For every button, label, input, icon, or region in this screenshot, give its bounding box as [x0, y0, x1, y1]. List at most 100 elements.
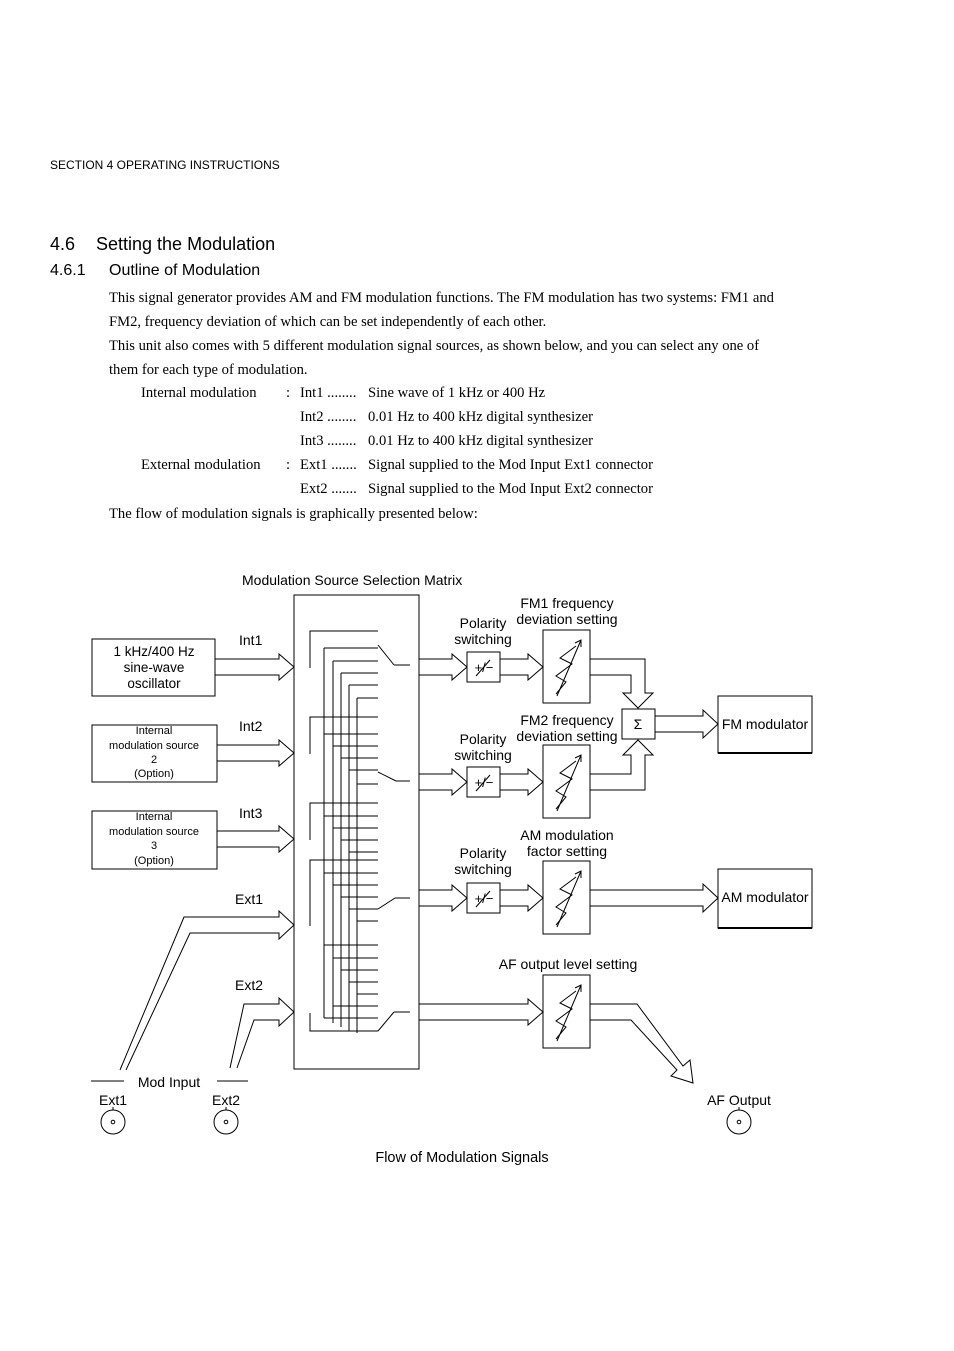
- polarity-switch-fm2: [466, 766, 501, 798]
- summing-junction: [621, 708, 656, 740]
- source-category: Internal modulation: [141, 385, 257, 401]
- oscillator-box: [91, 638, 216, 697]
- polarity-switch-am: [466, 882, 501, 914]
- osc-label-line: oscillator: [127, 676, 181, 691]
- source-category: External modulation: [141, 457, 261, 473]
- input-label-int1: Int1: [239, 632, 263, 648]
- selection-matrix: [293, 594, 420, 1070]
- figure-caption: Flow of Modulation Signals: [375, 1150, 549, 1166]
- running-head: SECTION 4 OPERATING INSTRUCTIONS: [50, 158, 280, 172]
- af-level-box: [542, 974, 591, 1049]
- source-code: Int1 ........: [300, 385, 357, 401]
- paragraph-line: them for each type of modulation.: [109, 362, 308, 378]
- source-description: Sine wave of 1 kHz or 400 Hz: [368, 385, 546, 401]
- fm2-setting-label: FM2 frequency: [520, 712, 613, 728]
- polarity-label-line: Polarity: [460, 615, 507, 631]
- section-title: Setting the Modulation: [96, 234, 276, 254]
- paragraph-line: This signal generator provides AM and FM…: [109, 290, 774, 306]
- polarity-switch-fm1: [466, 651, 501, 683]
- am-out-arrow: [419, 883, 468, 913]
- am-setting-label: AM modulation: [520, 827, 613, 843]
- fm1-setting-label: deviation setting: [516, 611, 617, 627]
- int2-label-line: modulation source: [109, 740, 199, 752]
- matrix-wiring: [309, 630, 410, 1033]
- int1-arrow: [215, 652, 295, 682]
- source-code: Int2 ........: [300, 409, 357, 425]
- int3-label-line: (Option): [134, 855, 174, 867]
- fm1-setting-label: FM1 frequency: [520, 595, 613, 611]
- source-colon: :: [286, 457, 291, 473]
- af-output-label: AF Output: [707, 1092, 771, 1108]
- af-out-arrow: [419, 997, 544, 1027]
- int2-label-line: (Option): [134, 768, 174, 780]
- int2-label-line: 2: [151, 754, 157, 766]
- ext1-connector-label: Ext1: [99, 1092, 127, 1108]
- int3-source-box: [91, 810, 218, 870]
- fm1-pol-arrow: [500, 652, 544, 682]
- ext1-arrow: [119, 909, 295, 1071]
- subsection-title: Outline of Modulation: [109, 262, 261, 279]
- source-colon: :: [286, 385, 291, 401]
- int3-label-line: Internal: [136, 811, 173, 823]
- source-description: 0.01 Hz to 400 kHz digital synthesizer: [368, 433, 593, 449]
- fm-modulator-label: FM modulator: [722, 716, 809, 732]
- ext2-arrow: [229, 996, 295, 1069]
- fm2-deviation-box: [542, 744, 591, 819]
- subsection-heading: 4.6.1 Outline of Modulation: [50, 262, 260, 280]
- input-label-ext1: Ext1: [235, 891, 263, 907]
- ext1-connector: [100, 1107, 126, 1135]
- af-output-arrow: [590, 1003, 694, 1084]
- ext2-connector: [213, 1107, 239, 1135]
- polarity-symbol: +/−: [475, 660, 494, 675]
- source-row: External modulation : Ext1 ....... Signa…: [0, 457, 954, 477]
- polarity-label-line: switching: [454, 747, 512, 763]
- int3-arrow: [217, 824, 295, 854]
- int2-source-box: [91, 724, 218, 783]
- int2-arrow: [217, 738, 295, 768]
- source-description: Signal supplied to the Mod Input Ext2 co…: [368, 481, 653, 497]
- osc-label-line: 1 kHz/400 Hz: [113, 644, 194, 659]
- am-to-modulator-arrow: [590, 882, 719, 914]
- am-pol-arrow: [500, 883, 544, 913]
- paragraph-line: FM2, frequency deviation of which can be…: [109, 314, 547, 330]
- sum-symbol: Σ: [634, 716, 643, 732]
- fm1-out-arrow: [419, 652, 468, 682]
- polarity-symbol: +/−: [475, 775, 494, 790]
- polarity-symbol: +/−: [475, 891, 494, 906]
- polarity-label-line: Polarity: [460, 845, 507, 861]
- input-label-int3: Int3: [239, 805, 263, 821]
- af-setting-label: AF output level setting: [499, 956, 638, 972]
- polarity-label-line: Polarity: [460, 731, 507, 747]
- fm2-setting-label: deviation setting: [516, 728, 617, 744]
- fm1-deviation-box: [542, 629, 591, 704]
- polarity-label-line: switching: [454, 861, 512, 877]
- source-code: Int3 ........: [300, 433, 357, 449]
- source-row: Internal modulation : Int1 ........ Sine…: [0, 385, 954, 405]
- source-row: Int3 ........ 0.01 Hz to 400 kHz digital…: [0, 433, 954, 453]
- source-description: Signal supplied to the Mod Input Ext1 co…: [368, 457, 653, 473]
- source-code: Ext1 .......: [300, 457, 357, 473]
- source-code: Ext2 .......: [300, 481, 357, 497]
- ext2-connector-label: Ext2: [212, 1092, 240, 1108]
- fm2-pol-arrow: [500, 767, 544, 797]
- am-modulator-label: AM modulator: [721, 889, 808, 905]
- am-setting-label: factor setting: [527, 843, 607, 859]
- sum-to-fm-arrow: [655, 708, 719, 740]
- source-row: Int2 ........ 0.01 Hz to 400 kHz digital…: [0, 409, 954, 429]
- variable-resistor-symbols: [555, 639, 582, 1042]
- subsection-number: 4.6.1: [50, 262, 86, 279]
- int2-label-line: Internal: [136, 725, 173, 737]
- int3-label-line: modulation source: [109, 826, 199, 838]
- osc-label-line: sine-wave: [124, 660, 185, 675]
- matrix-title: Modulation Source Selection Matrix: [242, 572, 462, 588]
- mod-input-label: Mod Input: [138, 1074, 200, 1090]
- int3-label-line: 3: [151, 840, 157, 852]
- fm2-to-sum-arrow: [590, 739, 655, 791]
- af-output-connector: [726, 1107, 752, 1135]
- fm2-out-arrow: [419, 767, 468, 797]
- input-label-ext2: Ext2: [235, 977, 263, 993]
- input-label-int2: Int2: [239, 718, 263, 734]
- source-description: 0.01 Hz to 400 kHz digital synthesizer: [368, 409, 593, 425]
- am-factor-box: [542, 860, 591, 935]
